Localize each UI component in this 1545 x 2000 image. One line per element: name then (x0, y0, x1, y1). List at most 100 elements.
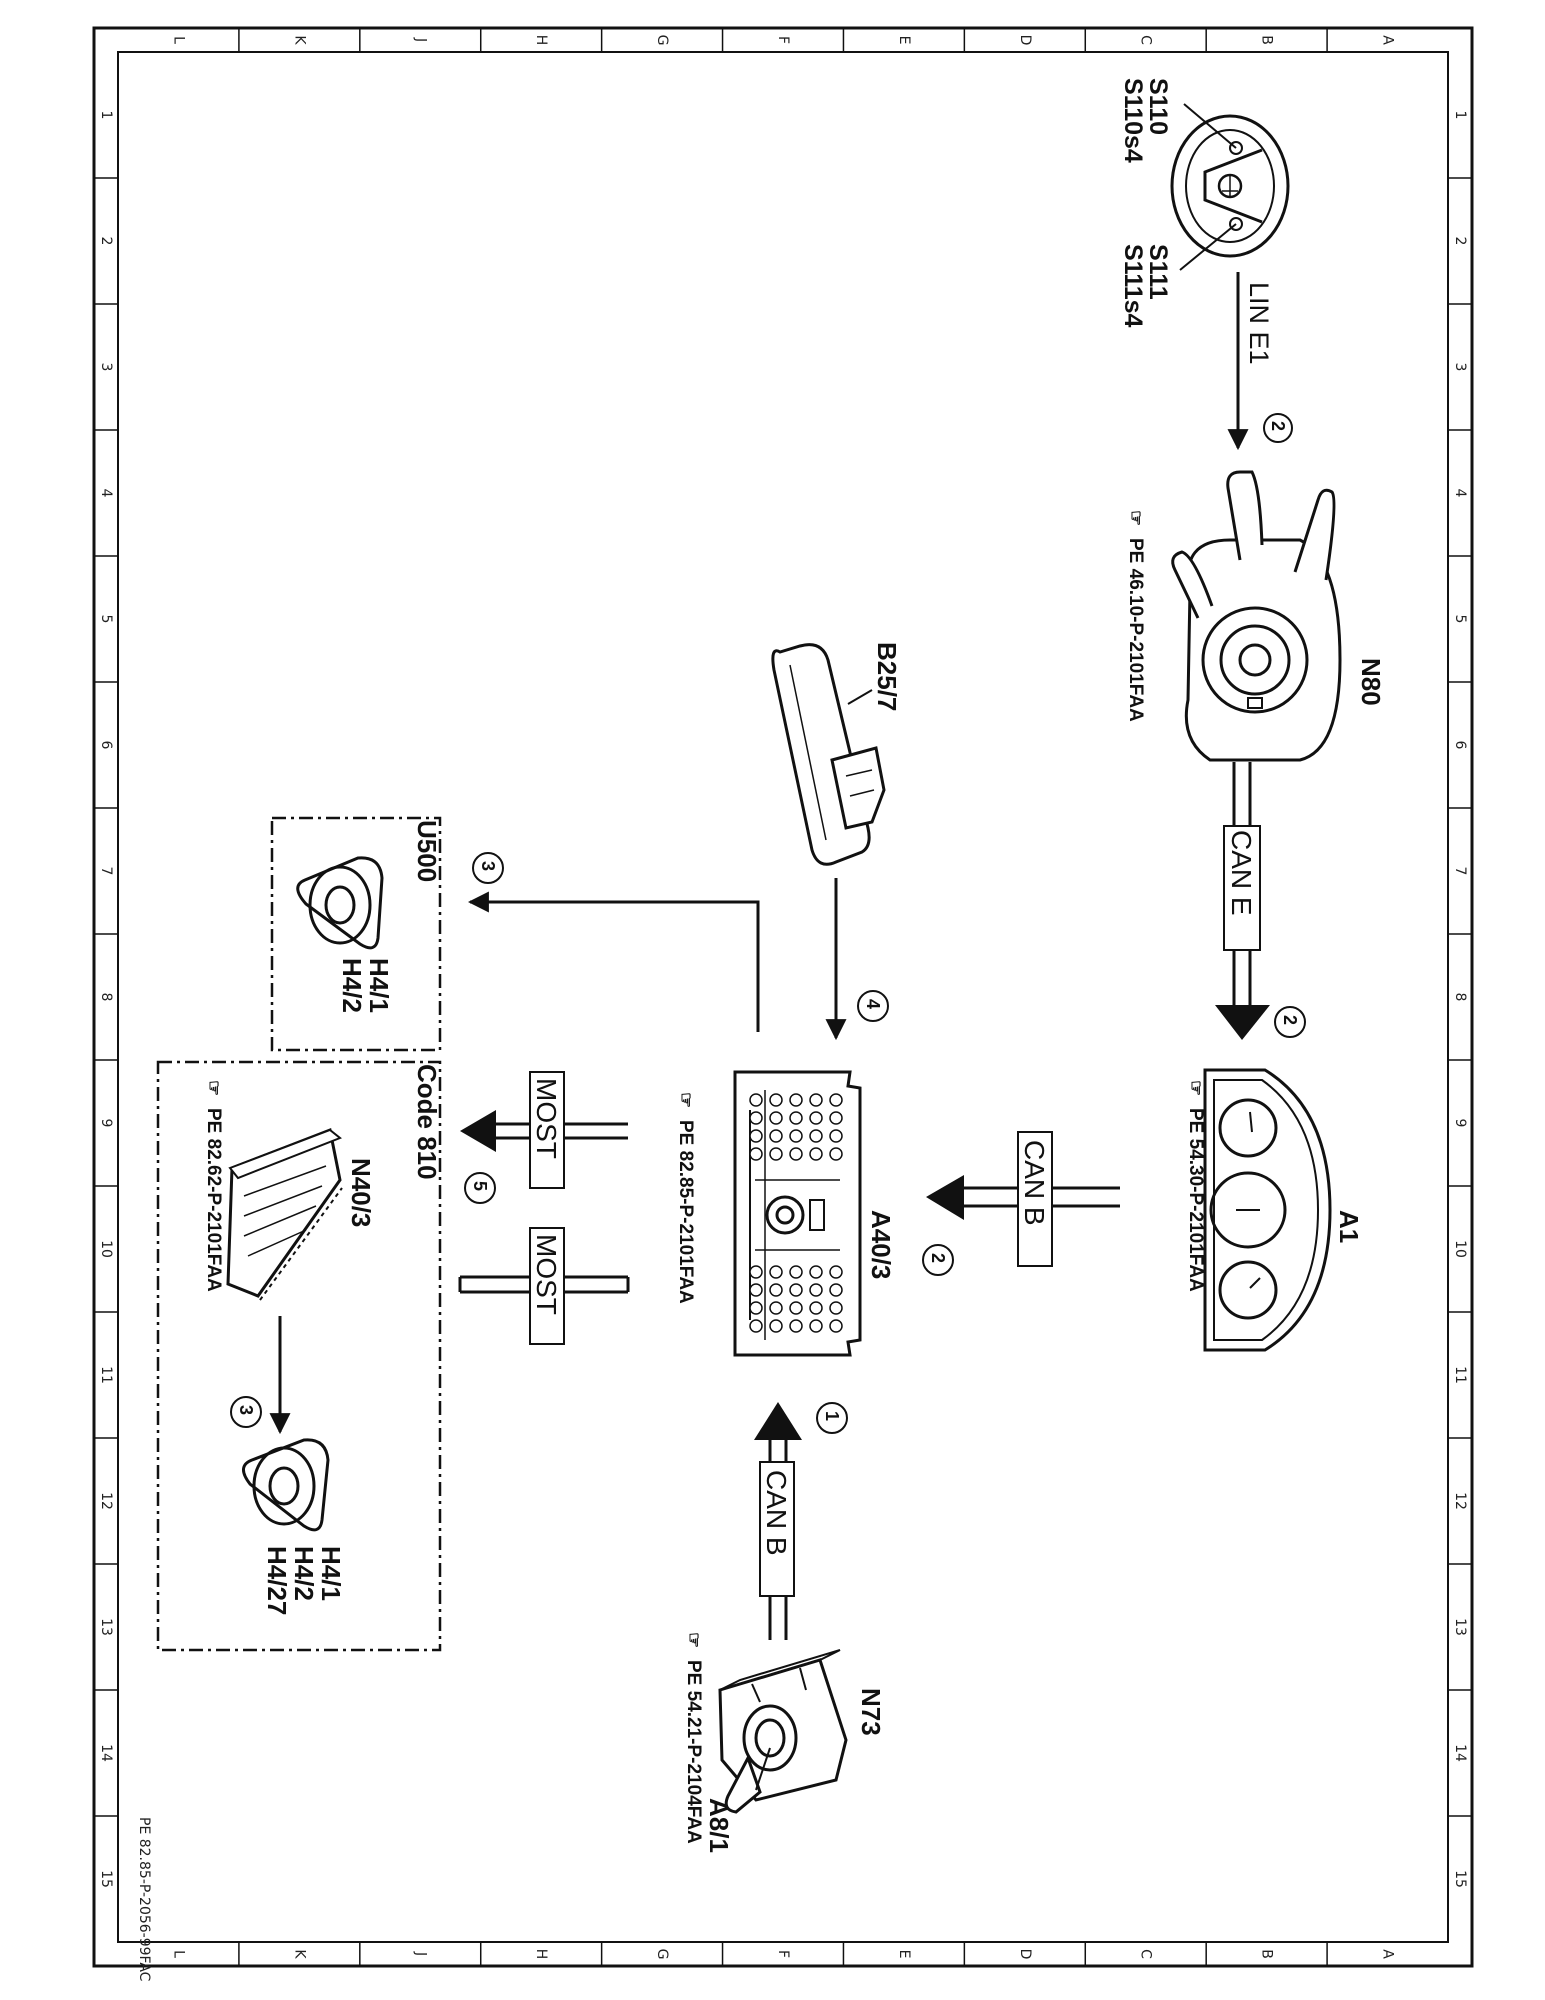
grid-row-label-right: 12 (1452, 1492, 1468, 1510)
code-810-speaker-b: H4/2 (289, 1546, 319, 1601)
head-unit-key (829, 1147, 843, 1161)
grid-col-label-bottom: A (1380, 1949, 1396, 1959)
u500-group-border (270, 816, 442, 1052)
grid-col-label-top: C (1138, 35, 1154, 45)
grid-col-label-top: J (412, 37, 428, 42)
s110s4-label: S110s4 (1119, 78, 1147, 163)
speaker-icon (296, 856, 384, 950)
grid-col-label-bottom: F (775, 1950, 791, 1958)
step-number-most: 5 (470, 1181, 490, 1191)
head-unit-key (789, 1147, 803, 1161)
step-number-speaker: 3 (236, 1405, 256, 1415)
grid-row-label-right: 2 (1452, 237, 1468, 246)
a1-label: A1 (1334, 1210, 1364, 1243)
head-unit-key (829, 1319, 843, 1333)
step-badge-most (464, 1172, 496, 1204)
head-unit-key (829, 1129, 843, 1143)
grid-col-label-top: E (896, 36, 912, 45)
steering-column-module-icon (1171, 470, 1342, 762)
code-810-speaker-a: H4/1 (316, 1546, 346, 1601)
head-unit-key (809, 1301, 823, 1315)
head-unit-key (749, 1111, 763, 1125)
instrument-cluster-icon (1203, 1068, 1332, 1352)
head-unit-key (789, 1319, 803, 1333)
head-unit-key (789, 1265, 803, 1279)
head-unit-key (749, 1301, 763, 1315)
head-unit-key (769, 1093, 783, 1107)
grid-row-label-left: 7 (98, 867, 114, 876)
head-unit-key (809, 1283, 823, 1297)
a40-3-reference-icon: ☞ (676, 1092, 696, 1108)
head-unit-key (829, 1111, 843, 1125)
outer-frame (92, 26, 1474, 1968)
most-in-label-box (529, 1227, 565, 1345)
u500-speaker-a: H4/1 (364, 958, 394, 1013)
head-unit-key (769, 1319, 783, 1333)
u500-speaker-b: H4/2 (337, 958, 367, 1013)
grid-row-label-left: 10 (98, 1240, 114, 1258)
grid-col-label-bottom: H (533, 1949, 549, 1960)
can-b-n73-label: CAN B (761, 1470, 792, 1556)
head-unit-key (829, 1283, 843, 1297)
head-unit-key (809, 1319, 823, 1333)
step-number-u500: 3 (478, 861, 498, 871)
grid-row-label-right: 11 (1452, 1366, 1468, 1384)
a8-1-label: A8/1 (704, 1798, 734, 1853)
sheet-id: PE 82.85-P-2056-99FAC (136, 1817, 152, 1982)
code-810-group-border (156, 1060, 442, 1652)
grid-row-label-right: 15 (1452, 1870, 1468, 1888)
step-badge-n73 (816, 1402, 848, 1434)
a1-ref: PE 54.30-P-2101FAA (1185, 1108, 1206, 1292)
head-unit-key (769, 1265, 783, 1279)
lin-e1-label: LIN E1 (1244, 282, 1274, 365)
grid-col-label-bottom: C (1138, 1949, 1154, 1959)
grid-row-label-left: 2 (98, 237, 114, 246)
head-unit-key (769, 1111, 783, 1125)
grid-row-label-right: 7 (1452, 867, 1468, 876)
step-number-b25: 4 (863, 999, 883, 1009)
grid-row-label-left: 8 (98, 993, 114, 1002)
step-number-n73: 1 (822, 1411, 842, 1421)
grid-row-label-right: 8 (1452, 993, 1468, 1002)
grid-row-label-left: 9 (98, 1119, 114, 1128)
rear-view-mirror-icon (771, 643, 886, 866)
head-unit-key (789, 1129, 803, 1143)
head-unit-key (749, 1147, 763, 1161)
grid-col-label-top: G (654, 35, 670, 46)
head-unit-icon (733, 1070, 862, 1357)
head-unit-key (769, 1283, 783, 1297)
grid-col-label-top: D (1017, 35, 1033, 46)
n73-label: N73 (856, 1688, 886, 1736)
grid-row-label-right: 6 (1452, 741, 1468, 750)
can-e-label-box (1223, 825, 1261, 951)
grid-row-label-right: 9 (1452, 1119, 1468, 1128)
grid-row-label-left: 6 (98, 741, 114, 750)
n80-reference-icon: ☞ (1126, 510, 1146, 526)
grid-col-label-top: B (1259, 35, 1275, 45)
grid-col-label-bottom: B (1259, 1949, 1275, 1959)
head-unit-key (769, 1301, 783, 1315)
head-unit-key (809, 1093, 823, 1107)
head-unit-key (829, 1265, 843, 1279)
grid-row-label-right: 10 (1452, 1240, 1468, 1258)
head-unit-key (769, 1147, 783, 1161)
grid-row-label-right: 13 (1452, 1618, 1468, 1636)
steering-wheel-icon (1170, 103, 1290, 271)
grid-col-label-top: L (170, 36, 186, 44)
b25-7-label: B25/7 (872, 642, 902, 711)
grid-col-label-bottom: D (1017, 1949, 1033, 1960)
n80-label: N80 (1356, 658, 1386, 706)
grid-row-label-right: 5 (1452, 615, 1468, 624)
b25-7-leader-line (847, 689, 873, 705)
grid-row-label-left: 3 (98, 363, 114, 372)
can-e-arrowhead (1215, 1005, 1270, 1040)
head-unit-key (829, 1301, 843, 1315)
step-number-lin: 2 (1268, 421, 1288, 431)
n73-ref: PE 54.21-P-2104FAA (683, 1660, 704, 1844)
most-in-label: MOST (531, 1234, 562, 1315)
head-unit-key (809, 1147, 823, 1161)
n73-reference-icon: ☞ (684, 1632, 704, 1648)
speaker-icon (242, 1438, 330, 1532)
grid-row-label-left: 12 (98, 1492, 114, 1510)
